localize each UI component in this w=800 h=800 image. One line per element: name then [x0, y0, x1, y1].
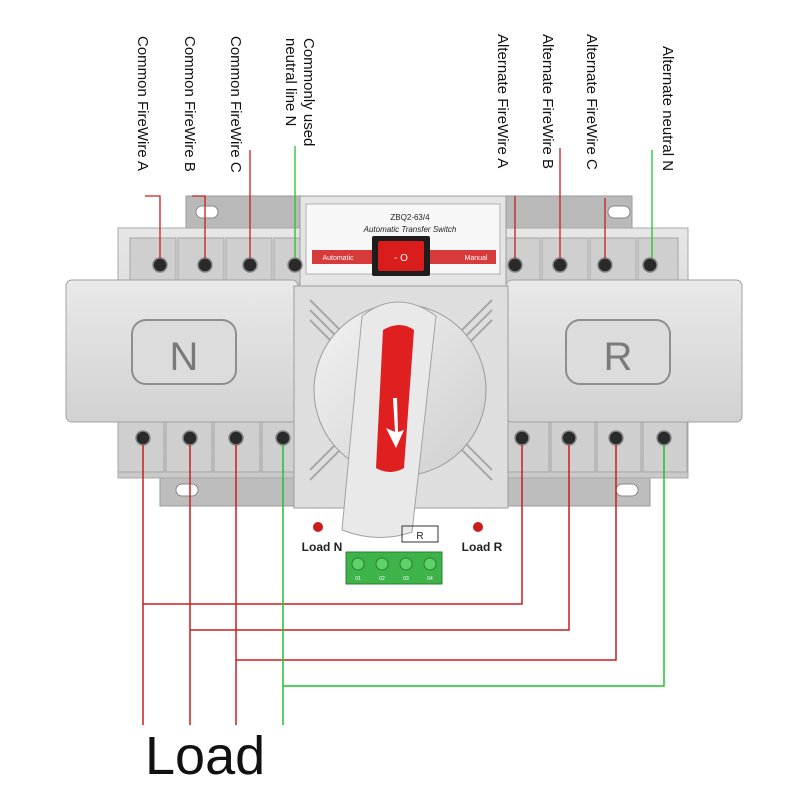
rocker-switch-mark: - O: [394, 253, 408, 264]
load-label: Load: [145, 726, 266, 786]
bottom-screws: [135, 430, 672, 446]
wire-phase-c-alt: [236, 445, 617, 661]
mode-rocker-switch[interactable]: - O: [372, 236, 430, 276]
relay-label: R: [416, 531, 423, 542]
label-alternate-neutral: Alternate neutral N: [659, 46, 676, 172]
left-cover-letter: N: [170, 335, 199, 379]
label-alternate-firewire-c: Alternate FireWire C: [583, 34, 600, 170]
center-panel-grooves: [309, 299, 493, 481]
top-screws: [152, 257, 658, 273]
handle-arrow-icon: [386, 398, 404, 448]
model-text: ZBQ2-63/4: [390, 213, 430, 222]
label-common-firewire-c: Common FireWire C: [227, 36, 244, 173]
relay-symbol: R: [401, 525, 439, 543]
terminal-block-label-2: 02: [379, 576, 385, 582]
terminal-block-label-3: 03: [403, 576, 409, 582]
label-common-neutral: Commonly used neutral line N: [282, 38, 317, 147]
green-terminal-block: 01 02 03 04: [345, 551, 443, 585]
terminal-block-label-1: 01: [355, 576, 361, 582]
wire-phase-b-alt: [190, 445, 570, 631]
terminal-block-label-4: 04: [427, 576, 433, 582]
leader-common-b: [192, 195, 206, 258]
bottom-terminal-ribs: [117, 419, 688, 473]
label-common-firewire-b: Common FireWire B: [181, 36, 198, 172]
device-name-text: Automatic Transfer Switch: [363, 225, 457, 234]
wire-neutral-alt: [283, 445, 665, 687]
label-alternate-firewire-b: Alternate FireWire B: [539, 34, 556, 170]
mode-left-text: Automatic: [322, 255, 354, 262]
leader-common-a: [145, 195, 161, 258]
indicator-load-r: Load R: [462, 540, 503, 554]
indicator-load-n: Load N: [302, 540, 343, 554]
right-cover-letter-box: [565, 319, 671, 385]
switch-handle[interactable]: [341, 301, 437, 539]
label-alternate-firewire-a: Alternate FireWire A: [494, 34, 511, 169]
load-wiring: [142, 445, 665, 725]
left-cover-letter-box: [131, 319, 237, 385]
label-common-firewire-a: Common FireWire A: [134, 36, 151, 172]
top-leader-lines: [145, 146, 653, 258]
wire-phase-a-alt: [143, 445, 523, 605]
mode-right-text: Manual: [465, 255, 488, 262]
load-r-led: [473, 522, 483, 532]
right-cover-letter: R: [604, 335, 633, 379]
load-n-led: [313, 522, 323, 532]
